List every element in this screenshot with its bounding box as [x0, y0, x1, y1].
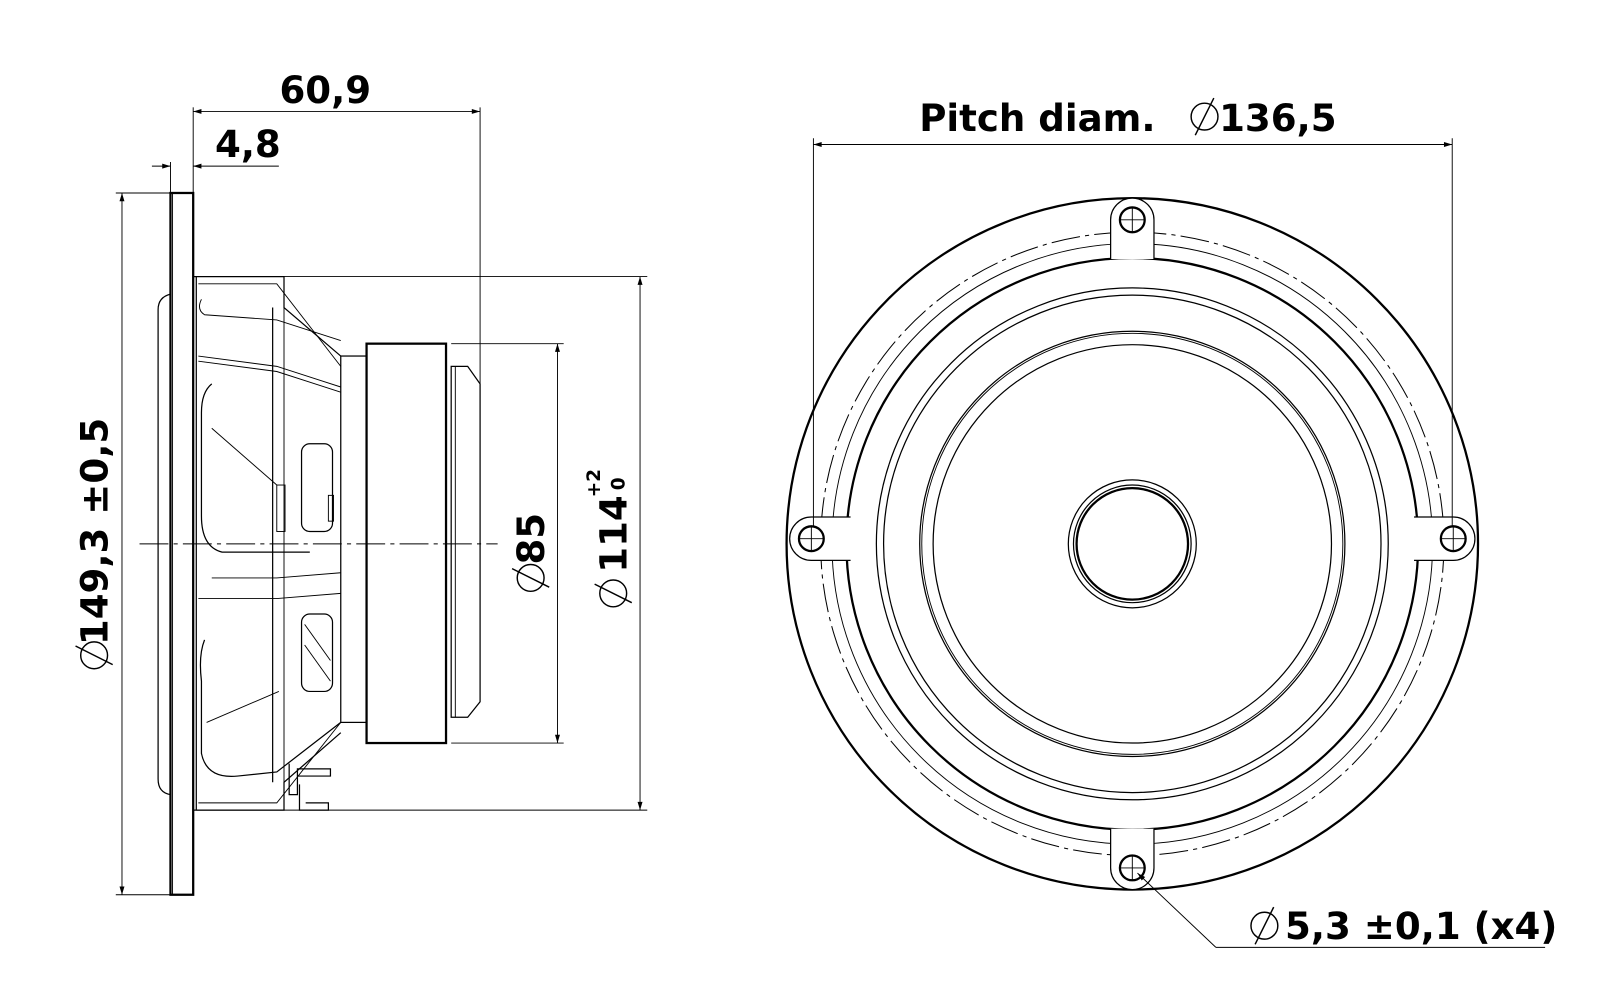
dust-cap: [1067, 479, 1197, 609]
surround-outer: [875, 287, 1389, 801]
svg-text:114: 114: [593, 495, 636, 573]
side-view: 60,9 4,8 149,3 ±0,5 85: [74, 69, 648, 896]
dimension-outer-diameter: 149,3 ±0,5: [74, 192, 171, 896]
hole-callout: 5,3 ±0,1 (x4): [1137, 872, 1557, 948]
pitch-circle: [820, 231, 1445, 857]
dimension-cutout-diameter: 114 +2 0: [196, 276, 648, 811]
mounting-hole-right: [1414, 516, 1476, 561]
svg-text:5,3 ±0,1 (x4): 5,3 ±0,1 (x4): [1285, 905, 1557, 948]
svg-text:149,3 ±0,5: 149,3 ±0,5: [74, 418, 117, 645]
mounting-hole-bottom: [1110, 828, 1155, 891]
outer-rim: [785, 197, 1480, 891]
terminals: [288, 763, 332, 811]
svg-text:60,9: 60,9: [279, 69, 371, 112]
mounting-hole-left: [789, 516, 851, 561]
cone-edge: [919, 330, 1346, 758]
svg-text:136,5: 136,5: [1219, 97, 1336, 140]
svg-text:4,8: 4,8: [215, 123, 281, 166]
svg-text:+2: +2: [584, 469, 605, 497]
dimension-overall-depth: 60,9: [192, 69, 481, 384]
front-view: Pitch diam. 136,5 5,3 ±0,1 (x4): [785, 97, 1557, 948]
svg-text:Pitch diam.: Pitch diam.: [919, 97, 1155, 140]
frame-edge: [845, 256, 1420, 831]
mounting-hole-top: [1110, 197, 1155, 260]
svg-text:0: 0: [609, 477, 630, 490]
dimension-flange-thickness: 4,8: [151, 123, 281, 193]
svg-text:85: 85: [510, 513, 553, 565]
basket: [193, 275, 342, 811]
dimension-pitch-diameter: Pitch diam. 136,5: [812, 97, 1453, 527]
dimension-magnet-diameter: 85: [451, 343, 564, 744]
